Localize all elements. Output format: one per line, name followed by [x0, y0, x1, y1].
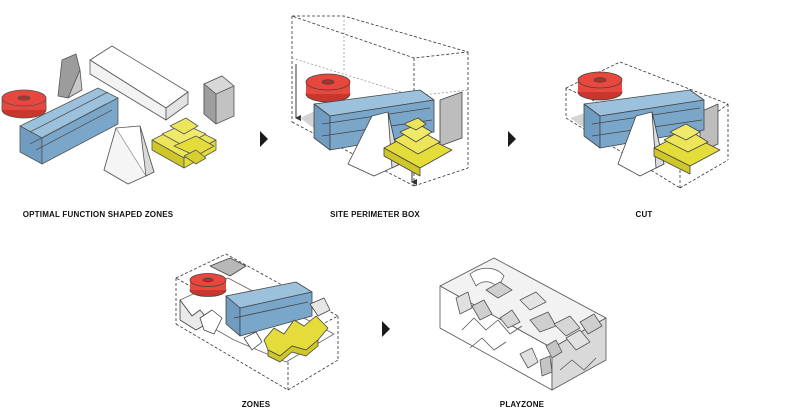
step5-label: PLAYZONE [499, 400, 545, 409]
step2-perimeter-illustration [291, 15, 469, 187]
white-pyramid-block [617, 111, 665, 177]
yellow-stepped-block [151, 117, 217, 169]
step3-label: CUT [635, 210, 653, 219]
step-arrow-3 [382, 321, 390, 337]
step5-playzone-illustration [439, 257, 607, 391]
white-bar-block [89, 45, 189, 121]
step1-label: OPTIMAL FUNCTION SHAPED ZONES [22, 210, 174, 219]
white-pyramid-block [103, 125, 155, 185]
step-arrow-1 [260, 131, 268, 147]
red-cylinder-block [305, 73, 351, 103]
step2-label: SITE PERIMETER BOX [330, 210, 420, 219]
yellow-stepped-block [383, 117, 453, 177]
blue-zone-block [19, 87, 119, 165]
white-pyramid-block [347, 111, 401, 177]
red-cylinder-block [189, 273, 227, 297]
red-cylinder-block [1, 89, 47, 119]
grey-wedge-block [57, 53, 83, 99]
yellow-stepped-block [653, 123, 721, 175]
yellow-stepped-block [263, 315, 329, 363]
blue-zone-block [225, 281, 313, 337]
step-arrow-2 [508, 131, 516, 147]
grey-box-block [203, 75, 235, 125]
step4-zones-illustration [175, 253, 339, 391]
step1-zones-illustration [1, 45, 235, 185]
red-cylinder-block [577, 71, 623, 101]
step4-label: ZONES [241, 400, 271, 409]
step3-cut-illustration [565, 61, 729, 189]
